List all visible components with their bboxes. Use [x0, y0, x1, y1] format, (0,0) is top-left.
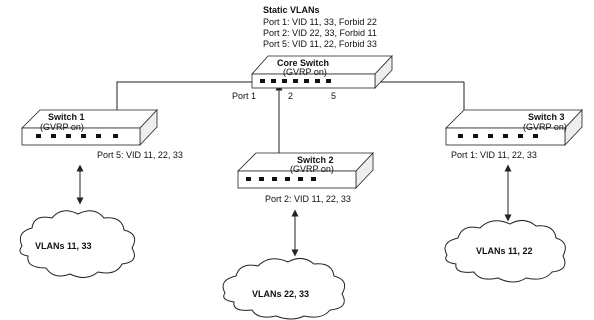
vlan-cloud-icon	[19, 210, 136, 278]
port-icon	[272, 177, 277, 181]
static-vlans-block: Static VLANs Port 1: VID 11, 33, Forbid …	[263, 5, 377, 49]
port-icon	[298, 177, 303, 181]
port-icon	[285, 177, 290, 181]
switch-1[interactable]: Switch 1 (GVRP on)	[21, 108, 158, 147]
core-switch-name: Core Switch	[277, 58, 329, 68]
vlan-cloud-left-label: VLANs 11, 33	[35, 241, 92, 251]
switch-1-gvrp: (GVRP on)	[40, 122, 84, 132]
port-icon	[113, 134, 118, 138]
port-icon	[96, 134, 101, 138]
core-switch-gvrp: (GVRP on)	[283, 67, 327, 77]
switch-3-name: Switch 3	[528, 112, 565, 122]
static-vlans-title: Static VLANs	[263, 5, 320, 15]
port-icon	[326, 79, 331, 83]
core-port-label-5: 5	[331, 91, 336, 101]
static-vlan-line-port5: Port 5: VID 11, 22, Forbid 33	[263, 39, 377, 49]
port-icon	[311, 177, 316, 181]
vlan-cloud-icon	[444, 220, 566, 283]
port-icon	[282, 79, 287, 83]
port-icon	[533, 134, 538, 138]
switch-2-gvrp: (GVRP on)	[290, 164, 334, 174]
port-icon	[304, 79, 309, 83]
port-icon	[51, 134, 56, 138]
switch-1-name: Switch 1	[48, 112, 85, 122]
port-icon	[458, 134, 463, 138]
switch-2[interactable]: Switch 2 (GVRP on)	[237, 151, 374, 190]
port-icon	[36, 134, 41, 138]
vlan-cloud-middle-label: VLANs 22, 33	[252, 289, 309, 299]
static-vlan-line-port2: Port 2: VID 22, 33, Forbid 11	[263, 28, 377, 38]
core-switch-front	[251, 73, 376, 89]
port-icon	[66, 134, 71, 138]
switch-3-gvrp: (GVRP on)	[523, 122, 567, 132]
port-icon	[503, 134, 508, 138]
core-port-label-2: 2	[288, 91, 293, 101]
vlan-cloud-right: VLANs 11, 22	[444, 220, 566, 283]
port-icon	[259, 177, 264, 181]
port-icon	[315, 79, 320, 83]
switch-3[interactable]: Switch 3 (GVRP on)	[445, 108, 583, 147]
port-icon	[488, 134, 493, 138]
core-switch[interactable]: Core Switch (GVRP on)	[251, 54, 393, 90]
port-icon	[246, 177, 251, 181]
switch-2-name: Switch 2	[297, 155, 334, 165]
port-icon	[260, 79, 265, 83]
switch-1-port-info: Port 5: VID 11, 22, 33	[97, 150, 183, 160]
switch-2-front	[237, 170, 357, 189]
port-icon	[81, 134, 86, 138]
static-vlan-line-port1: Port 1: VID 11, 33, Forbid 22	[263, 17, 377, 27]
switch-2-port-info: Port 2: VID 11, 22, 33	[265, 194, 351, 204]
vlan-cloud-middle: VLANs 22, 33	[222, 258, 346, 320]
vlan-cloud-right-label: VLANs 11, 22	[476, 246, 533, 256]
vlan-cloud-icon	[222, 258, 346, 320]
port-icon	[271, 79, 276, 83]
port-icon	[518, 134, 523, 138]
port-icon	[473, 134, 478, 138]
core-port-label-1: Port 1	[232, 91, 256, 101]
vlan-cloud-left: VLANs 11, 33	[19, 210, 136, 278]
port-icon	[293, 79, 298, 83]
switch-3-port-info: Port 1: VID 11, 22, 33	[451, 150, 537, 160]
